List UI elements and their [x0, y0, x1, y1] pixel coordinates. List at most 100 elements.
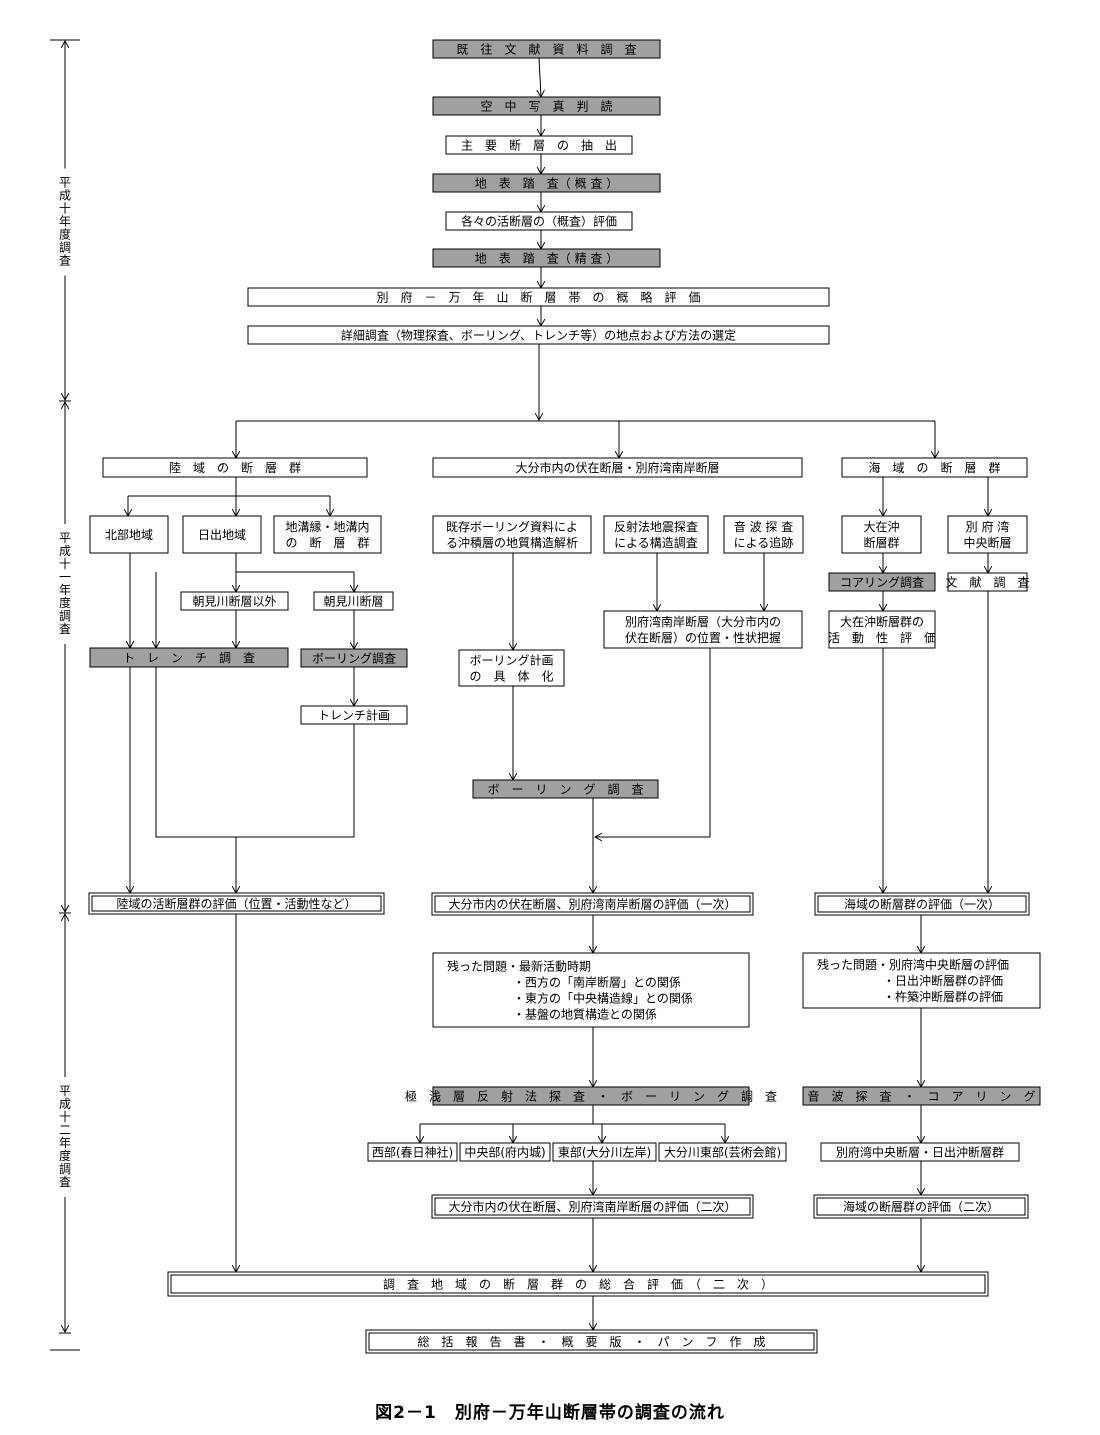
node-frame-inner — [434, 1197, 751, 1216]
node-frame — [432, 39, 661, 59]
node-text: 陸域の活断層群の評価（位置・活動性など） — [116, 896, 356, 911]
node-frame — [828, 610, 936, 649]
node-frame — [247, 287, 830, 307]
node-text: ・日出沖断層群の評価 — [883, 973, 1003, 988]
node-text: 活 動 性 評 価 — [828, 630, 936, 645]
node-text: 陸 域 の 断 層 群 — [169, 460, 301, 475]
node-frame — [458, 649, 565, 687]
node-text: 既存ボーリング資料によ — [446, 520, 578, 534]
node-text: 地 表 踏 査（ 概 査 ） — [475, 177, 618, 191]
node-frame — [723, 515, 804, 554]
node-frame — [841, 457, 1028, 478]
node-text: による追跡 — [734, 535, 794, 550]
node-frame — [182, 515, 262, 554]
node-remain-sea: 残った問題・別府湾中央断層の評価・日出沖断層群の評価・杵築沖断層群の評価 — [802, 952, 1041, 1009]
node-text: 詳細調査（物理探査、ボーリング、トレンチ等）の地点および方法の選定 — [341, 328, 736, 343]
node-text: る沖積層の地質構造解析 — [446, 535, 578, 550]
node-frame-inner — [170, 1274, 986, 1294]
node-text: ・基盤の地質構造との関係 — [513, 1007, 657, 1022]
node-text: ト レ ン チ 調 査 — [123, 651, 255, 665]
node-frame — [658, 1142, 787, 1162]
node-text: 反射法地震探査 — [614, 519, 698, 534]
node-trench-survey: ト レ ン チ 調 査 — [89, 647, 289, 668]
node-text: 主 要 断 層 の 抽 出 — [461, 138, 617, 153]
node-text: 朝見川断層 — [323, 594, 383, 609]
node-text: ボーリング調査 — [312, 652, 396, 666]
node-text: 別 府 湾 — [966, 519, 1010, 534]
node-shallow-reflection: 極 浅 層 反 射 法 探 査 ・ ボ ー リ ン グ 調 査 — [405, 1086, 777, 1106]
connector-26 — [236, 724, 355, 838]
phase-label-h11: 平成十一年度調査 — [59, 531, 71, 636]
node-sea-eval2: 海域の断層群の評価（二次） — [813, 1194, 1029, 1219]
node-text: 別府湾中央断層・日出沖断層群 — [836, 1145, 1004, 1160]
phase-label-h12: 平成十二年度調査 — [59, 1084, 71, 1189]
node-coring1: コアリング調査 — [828, 572, 936, 592]
node-text: ・西方の「南岸断層」との関係 — [513, 975, 681, 990]
node-select-sites: 詳細調査（物理探査、ボーリング、トレンチ等）の地点および方法の選定 — [247, 325, 830, 345]
node-text: コアリング調査 — [840, 576, 924, 590]
node-site-west: 西部(春日神社) — [367, 1142, 458, 1162]
node-text: 中央部(府内城) — [464, 1145, 545, 1160]
node-frame — [603, 515, 709, 554]
node-text: 西部(春日神社) — [372, 1145, 453, 1160]
node-text: 大分市内の伏在断層・別府湾南岸断層 — [515, 460, 719, 475]
node-frame — [89, 515, 169, 554]
node-text: 総 括 報 告 書 ・ 概 要 版 ・ パ ン フ 作 成 — [417, 1334, 765, 1349]
node-frame — [802, 952, 1041, 1009]
node-frame — [552, 1142, 657, 1162]
node-text: 朝見川断層以外 — [192, 594, 276, 609]
node-text: ボ ー リ ン グ 調 査 — [487, 783, 643, 797]
node-beppu-south-pos: 別府湾南岸断層（大分市内の伏在断層）の位置・性状把握 — [603, 610, 803, 649]
node-frame — [300, 705, 408, 725]
connector-25 — [155, 667, 236, 838]
node-frame — [472, 779, 659, 799]
node-text: トレンチ計画 — [318, 708, 390, 723]
node-text: 音 波 探 査 ・ コ ア リ ン グ — [807, 1089, 1035, 1104]
node-remain-oita: 残った問題・最新活動時期・西方の「南岸断層」との関係・東方の「中央構造線」との関… — [432, 952, 750, 1028]
node-surf2: 地 表 踏 査（ 精 査 ） — [432, 248, 661, 268]
node-oita-eval1: 大分市内の伏在断層、別府湾南岸断層の評価（一次） — [431, 892, 754, 916]
node-sea-group: 海 域 の 断 層 群 — [841, 457, 1028, 478]
node-text: 断層群 — [863, 535, 899, 550]
node-boring-big: ボ ー リ ン グ 調 査 — [472, 779, 659, 799]
node-frame — [432, 96, 661, 116]
node-hiji: 日出地域 — [182, 515, 262, 554]
node-lit-survey: 既 往 文 献 資 料 調 査 — [432, 39, 661, 59]
node-frame — [432, 515, 592, 554]
node-frame — [841, 515, 922, 554]
node-site-far-east: 大分川東部(芸術会館) — [658, 1142, 787, 1162]
node-text: 地溝縁・地溝内 — [285, 519, 369, 534]
node-frame — [947, 572, 1028, 592]
node-text: 海域の断層群の評価（一次） — [844, 897, 1000, 912]
node-text: 極 浅 層 反 射 法 探 査 ・ ボ ー リ ン グ 調 査 — [405, 1089, 777, 1104]
node-site-center: 中央部(府内城) — [459, 1142, 551, 1162]
node-text: 調 査 地 域 の 断 層 群 の 総 合 評 価 （ 二 次 ） — [383, 1277, 773, 1292]
connector-0 — [539, 57, 541, 97]
node-text: の 断 層 群 — [285, 535, 369, 550]
node-frame — [432, 248, 661, 268]
node-frame — [313, 591, 394, 611]
node-asami: 朝見川断層 — [313, 591, 394, 611]
node-frame — [947, 515, 1028, 554]
node-aerial: 空 中 写 真 判 読 — [432, 96, 661, 116]
node-frame — [820, 1142, 1020, 1162]
node-boring-survey-small: ボーリング調査 — [300, 648, 408, 668]
node-text: ・東方の「中央構造線」との関係 — [513, 991, 693, 1006]
node-text: 伏在断層）の位置・性状把握 — [625, 630, 781, 645]
node-text: ・杵築沖断層群の評価 — [883, 989, 1003, 1004]
node-text: 別 府 － 万 年 山 断 層 帯 の 概 略 評 価 — [376, 290, 700, 305]
node-sea-eval1: 海域の断層群の評価（一次） — [814, 892, 1030, 916]
node-land-group: 陸 域 の 断 層 群 — [102, 457, 368, 478]
node-frame — [445, 135, 633, 155]
node-frame — [432, 173, 661, 193]
node-frame-inner — [434, 895, 751, 913]
phase-label-h10: 平成十年度調査 — [59, 176, 71, 268]
node-text: 音 波 探 査 — [734, 519, 793, 534]
node-text: 北部地域 — [105, 527, 153, 542]
node-beppu-hiji: 別府湾中央断層・日出沖断層群 — [820, 1142, 1020, 1162]
node-frame-inner — [91, 895, 382, 912]
